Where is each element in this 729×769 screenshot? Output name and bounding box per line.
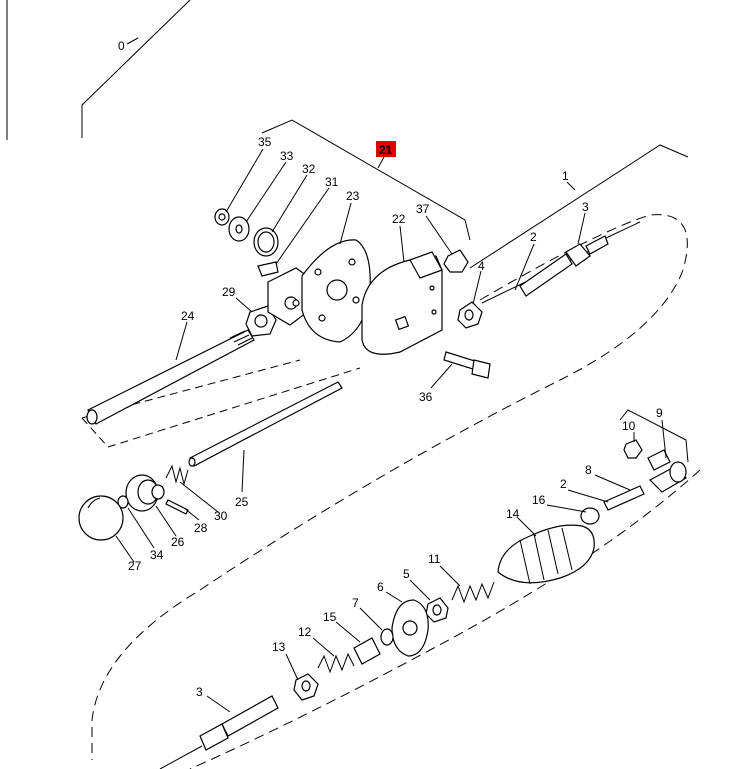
bracket-assembly-21 — [261, 119, 471, 241]
label-6: 6 — [377, 580, 384, 594]
label-26: 26 — [171, 535, 185, 549]
leader-lines — [115, 37, 667, 713]
label-21: 21 — [379, 143, 393, 157]
label-23: 23 — [346, 189, 360, 203]
bracket-assembly-0 — [81, 0, 191, 138]
label-30: 30 — [214, 509, 228, 523]
part-12-spring — [317, 652, 355, 674]
label-14: 14 — [506, 507, 520, 521]
cable-outline-upper — [91, 214, 688, 760]
label-31: 31 — [325, 175, 339, 189]
box-lever-upper — [81, 359, 301, 419]
highlight-box-21 — [376, 141, 396, 157]
leader-21 — [377, 156, 385, 169]
label-27: 27 — [128, 559, 142, 573]
bracket-assembly-1 — [469, 144, 689, 269]
part-34-ring — [117, 495, 129, 509]
label-2-upper: 2 — [530, 230, 537, 244]
label-12: 12 — [298, 625, 312, 639]
label-0: 0 — [118, 39, 125, 53]
box-lever-lower — [81, 367, 361, 448]
part-28-pin — [165, 499, 189, 515]
part-25-rod — [188, 381, 343, 467]
label-7: 7 — [352, 596, 359, 610]
part-15-sleeve — [353, 637, 381, 665]
label-34: 34 — [150, 548, 164, 562]
label-1: 1 — [562, 169, 569, 183]
label-16: 16 — [532, 493, 546, 507]
part-10-nut — [623, 439, 643, 459]
part-27-knob — [78, 495, 124, 541]
part-24-rod — [86, 329, 255, 425]
leader-1 — [566, 181, 576, 191]
label-29: 29 — [222, 285, 236, 299]
part-14-boot — [497, 524, 595, 585]
part-35-nut — [214, 208, 230, 226]
label-11: 11 — [428, 552, 441, 566]
part-5-nut — [425, 597, 449, 623]
bracket-9 — [619, 409, 689, 463]
label-24: 24 — [181, 309, 195, 323]
label-8: 8 — [585, 463, 592, 477]
label-37: 37 — [416, 202, 430, 216]
part-32-ring — [253, 227, 279, 257]
label-3-lower: 3 — [196, 685, 203, 699]
part-3-fitting-upper — [565, 221, 641, 267]
label-13: 13 — [272, 640, 286, 654]
label-36: 36 — [419, 390, 433, 404]
label-35: 35 — [258, 135, 272, 149]
label-32: 32 — [302, 162, 316, 176]
label-10: 10 — [622, 419, 636, 433]
part-36-bolt — [443, 351, 491, 379]
part-9-rod-end — [647, 449, 687, 493]
part-22-housing — [361, 251, 443, 355]
part-8-stud — [603, 485, 645, 511]
label-4: 4 — [478, 259, 485, 273]
label-15: 15 — [323, 610, 337, 624]
label-33: 33 — [280, 149, 294, 163]
part-4-nut — [457, 301, 483, 329]
label-2-lower: 2 — [560, 477, 567, 491]
part-31-block — [267, 267, 311, 326]
part-11-spring — [451, 581, 495, 604]
label-5: 5 — [403, 567, 410, 581]
label-9: 9 — [656, 406, 663, 420]
part-26-knob-base — [125, 474, 165, 512]
part-7-washer — [380, 628, 394, 646]
part-23-plate — [301, 239, 371, 343]
part-33-washer — [228, 216, 250, 242]
label-22: 22 — [392, 212, 406, 226]
part-30-spring — [165, 464, 189, 486]
part-37-nut — [443, 249, 469, 273]
label-3-upper: 3 — [582, 200, 589, 214]
part-13-nut — [293, 673, 319, 701]
label-25: 25 — [235, 495, 249, 509]
part-16-clip — [580, 507, 600, 525]
label-28: 28 — [194, 521, 208, 535]
cable-outline-lower — [189, 469, 701, 769]
part-6-flange — [391, 599, 429, 657]
part-31-screw — [257, 261, 279, 277]
part-3-fitting-lower — [159, 695, 279, 769]
